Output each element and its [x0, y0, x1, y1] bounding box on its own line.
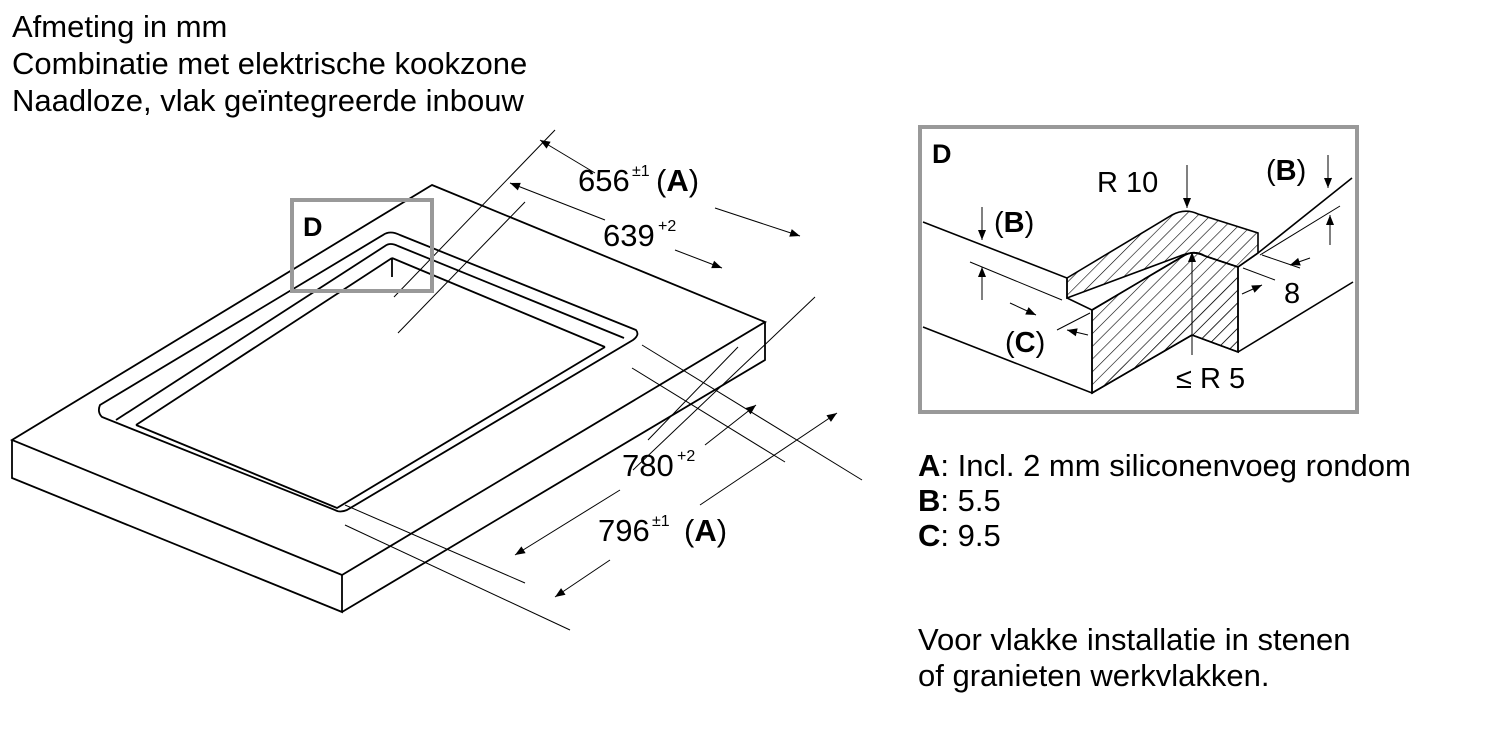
dim-780: 780 +2 [622, 448, 695, 483]
dim-639-value: 639 [603, 218, 655, 253]
detail-8: 8 [1284, 278, 1300, 310]
legend-text: : 9.5 [940, 518, 1001, 553]
dim-656: 656 ±1 (A) [578, 163, 699, 198]
detail-b-left: (B) [994, 207, 1034, 239]
header-line-3: Naadloze, vlak geïntegreerde inbouw [12, 83, 524, 118]
installation-note: Voor vlakke installatie in stenen of gra… [918, 622, 1351, 694]
note-line-1: Voor vlakke installatie in stenen [918, 622, 1351, 657]
dim-639: 639 +2 [603, 218, 676, 253]
dim-656-value: 656 [578, 163, 630, 198]
detail-d-label: D [932, 139, 952, 169]
detail-b-right: (B) [1266, 155, 1306, 187]
dim-796-ref: (A) [684, 513, 727, 548]
dim-796-value: 796 [598, 513, 650, 548]
header: Afmeting in mm Combinatie met elektrisch… [12, 8, 527, 119]
dim-656-ref: (A) [656, 163, 699, 198]
cutout-step [115, 243, 625, 421]
legend: A: Incl. 2 mm siliconenvoeg rondom B: 5.… [918, 448, 1411, 553]
dim-796: 796 ±1 (A) [598, 513, 727, 548]
legend-text: : 5.5 [940, 483, 1001, 518]
detail-c: (C) [1005, 327, 1045, 359]
legend-key: A [918, 448, 941, 483]
detail-d-panel: D R 10 (B) (B) (C) 8 ≤ R 5 [918, 125, 1359, 414]
header-line-1: Afmeting in mm [12, 9, 228, 44]
note-line-2: of granieten werkvlakken. [918, 658, 1270, 693]
detail-d-marker-box [290, 198, 434, 293]
dim-780-value: 780 [622, 448, 674, 483]
detail-r10: R 10 [1097, 167, 1158, 199]
slab-right-side [341, 322, 766, 613]
dim-796-tol: ±1 [652, 513, 670, 530]
legend-key: B [918, 483, 941, 518]
countertop-drawing [10, 183, 768, 614]
legend-item-a: A: Incl. 2 mm siliconenvoeg rondom [918, 448, 1411, 483]
slab-front-side [11, 440, 343, 614]
detail-d-marker: D [303, 212, 323, 242]
header-line-2: Combinatie met elektrische kookzone [12, 46, 528, 81]
legend-key: C [918, 518, 941, 553]
detail-r5: ≤ R 5 [1176, 363, 1245, 395]
legend-text: : Incl. 2 mm siliconenvoeg rondom [940, 448, 1411, 483]
cutout-outer [97, 231, 639, 513]
legend-item-b: B: 5.5 [918, 483, 1411, 518]
dim-780-tol: +2 [677, 448, 695, 465]
legend-item-c: C: 9.5 [918, 518, 1411, 553]
dimension-lines [344, 129, 863, 631]
dim-656-tol: ±1 [632, 163, 650, 180]
dim-639-tol: +2 [658, 218, 676, 235]
cutout-inner [135, 257, 606, 510]
